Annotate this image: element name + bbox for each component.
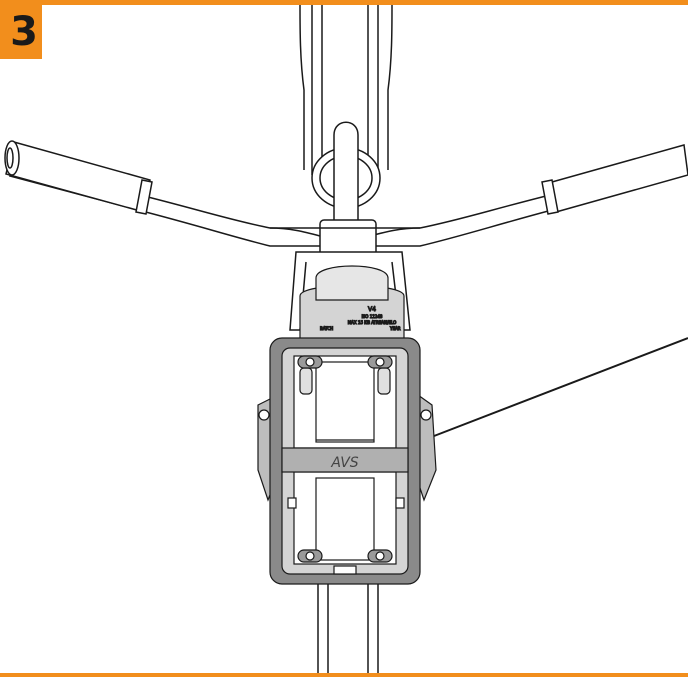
bottom-frame-bar xyxy=(0,673,688,677)
model-label: V4 xyxy=(368,306,376,313)
brand-logo: AVS xyxy=(330,455,358,471)
steerer-tube xyxy=(299,4,393,175)
stem xyxy=(311,121,381,261)
fork-tubes xyxy=(317,580,379,673)
standard-label: ISO 11243 xyxy=(362,314,383,319)
year-label: YEAR xyxy=(389,326,401,331)
step-number: 3 xyxy=(10,9,38,55)
top-frame-bar xyxy=(0,0,688,5)
left-grip xyxy=(4,140,153,215)
mount-collar: V4 ISO 11243 MAX 15 KG ATREAN/ELO BATCH … xyxy=(299,265,405,341)
batch-label: BATCH xyxy=(320,326,333,331)
adapter-plate: AVS xyxy=(269,337,421,585)
capacity-label: MAX 15 KG ATREAN/ELO xyxy=(348,320,397,325)
callout-line xyxy=(433,337,688,437)
step-number-badge: 3 xyxy=(0,5,42,59)
right-grip xyxy=(541,144,688,215)
